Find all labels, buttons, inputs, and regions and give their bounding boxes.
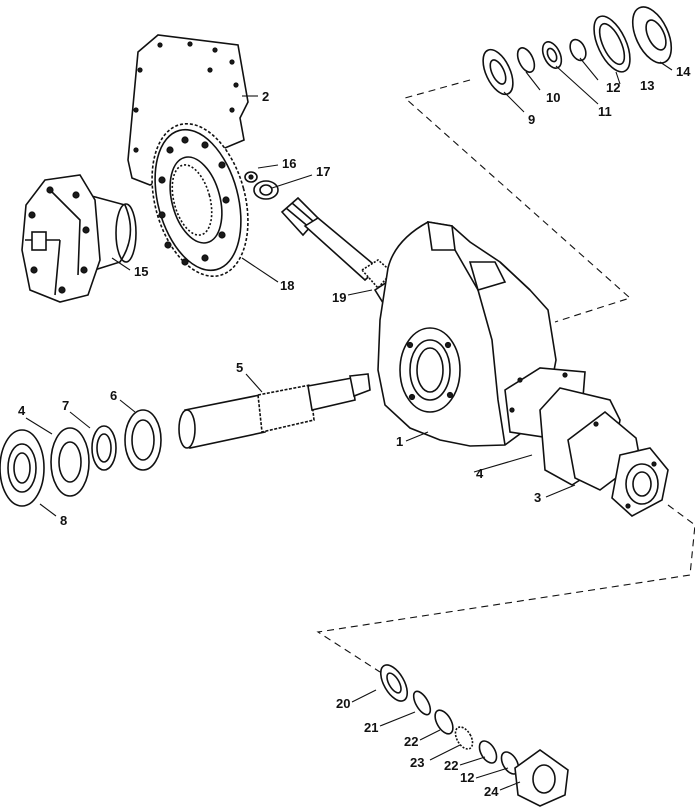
part-22-nut-a [434,709,454,735]
part-3-angle-housing [539,387,669,517]
callout-21: 21 [364,720,378,735]
part-13-gasket [593,15,631,73]
callout-22-a: 22 [404,734,418,749]
callout-6: 6 [110,388,117,403]
part-18-ring-gear [151,122,249,278]
part-5-axle-shaft [178,373,371,449]
part-9-bearing [482,48,514,96]
part-7-seal [91,425,117,471]
part-22-nut-b [478,740,498,764]
callout-7: 7 [62,398,69,413]
callout-8: 8 [60,513,67,528]
callout-10: 10 [546,90,560,105]
callout-24: 24 [484,784,499,799]
callout-17: 17 [316,164,330,179]
part-23-washer [454,726,474,750]
part-14-cap [631,6,673,64]
callout-4-left: 4 [18,403,26,418]
callout-16: 16 [282,156,296,171]
part-12-spacer-top [569,38,587,62]
callout-14: 14 [676,64,691,79]
dashed-axis-lower [316,504,695,673]
callout-23: 23 [410,755,424,770]
callout-22-b: 22 [444,758,458,773]
callout-18: 18 [280,278,294,293]
part-8-flange [0,429,45,507]
leader-lines [25,57,673,791]
callout-19: 19 [332,290,346,305]
part-17-bearing [253,180,279,200]
callout-11: 11 [598,104,612,119]
part-10-race [516,47,536,73]
part-16-nut [244,171,258,183]
part-24-cap [514,749,569,807]
callout-20: 20 [336,696,350,711]
part-21-ring [412,690,432,716]
part-20-bearing [379,664,409,702]
part-6-bearing [124,409,162,471]
part-15-flange-hub [21,174,137,303]
callout-9: 9 [528,112,535,127]
callout-12-top: 12 [606,80,620,95]
callout-13: 13 [640,78,654,93]
callout-15: 15 [134,264,148,279]
part-4-gasket-left [50,427,90,497]
dashed-axis-upper [403,79,632,323]
part-11-nut [541,41,563,69]
callout-2: 2 [262,89,269,104]
callout-4-right: 4 [476,466,484,481]
callout-3: 3 [534,490,541,505]
callout-5: 5 [236,360,243,375]
callout-1: 1 [396,434,403,449]
callout-12-bottom: 12 [460,770,474,785]
